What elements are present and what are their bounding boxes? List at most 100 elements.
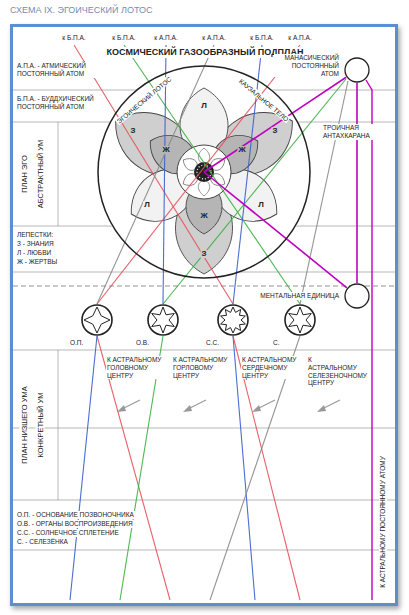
vertical-label: КОНКРЕТНЫЙ УМ <box>36 391 45 458</box>
text-label: Б.П.А. - БУДДХИЧЕСКИЙ ПОСТОЯННЫЙ АТОМ <box>16 95 98 111</box>
node-outline <box>344 283 370 309</box>
column-divider <box>58 122 59 226</box>
node-outline <box>344 57 370 83</box>
petal-label-node: Л <box>143 201 151 209</box>
pointer-arrowhead <box>183 405 192 412</box>
vertical-label: К АСТРАЛЬНОМУ ПОСТОЯННОМУ АТОМУ <box>379 455 387 589</box>
petal-letter: Л <box>144 200 150 209</box>
petal-label-node: З <box>129 127 136 135</box>
text-label: О.В. - ОРГАНЫ ВОСПРОИЗВЕДЕНИЯ <box>16 520 134 528</box>
text-label: К АСТРАЛЬНОМУ СЕЛЕЗЕНОЧНОМУ ЦЕНТРУ <box>307 356 361 387</box>
astral-atom-line <box>366 80 372 600</box>
petal-letter: З <box>130 126 135 135</box>
text-label: к Б.П.А. <box>249 34 274 42</box>
chakra-outline <box>148 305 178 335</box>
arc-label: КАУЗАЛЬНОЕ ТЕЛО <box>238 77 292 124</box>
text-label: С.С. - СОЛНЕЧНОЕ СПЛЕТЕНИЕ <box>16 529 120 537</box>
petal-label-node: Ж <box>237 146 246 154</box>
text-label: ТРОИЧНАЯ АНТАХКАРАНА <box>322 124 392 140</box>
petal-letter: З <box>201 249 206 258</box>
text-label: О.П. - ОСНОВАНИЕ ПОЗВОНОЧНИКА <box>16 511 135 519</box>
petal-label-node: Ж <box>161 146 170 154</box>
diagram-title: СХЕМА IX. ЭГОИЧЕСКИЙ ЛОТОС <box>10 5 153 15</box>
column-divider <box>58 350 59 500</box>
plane-boundary-dashed <box>13 286 395 287</box>
text-label: к А.П.А. <box>201 34 226 42</box>
pointer-arrowhead <box>252 405 261 412</box>
pointer-arrowhead <box>117 405 126 412</box>
antahkarana-line <box>204 172 287 239</box>
text-label: к Б.П.А. <box>111 34 136 42</box>
vertical-label: ПЛАН ЭГО <box>20 154 29 194</box>
node-heading: О.П. <box>69 339 84 347</box>
permanent-atom-thread <box>70 336 97 600</box>
petal-letter: Ж <box>200 211 207 220</box>
pointer-arrowhead <box>317 405 326 412</box>
permanent-atom-thread <box>97 45 214 304</box>
node-heading: С. <box>272 339 281 347</box>
text-label: Л - ЛЮБВИ <box>16 249 52 257</box>
antahkarana-connector <box>293 77 346 112</box>
petal-label-node: Ж <box>199 212 208 220</box>
bud-petal <box>198 180 209 196</box>
node-outline <box>147 304 179 336</box>
plane-divider <box>13 350 395 351</box>
antahkarana-connector <box>287 239 347 287</box>
arc-label: ЭГОИЧЕСКИЙ ЛОТОС <box>114 75 173 126</box>
text-label: К АСТРАЛЬНОМУ ГОРЛОВОМУ ЦЕНТРУ <box>172 356 230 379</box>
chakra-outline <box>82 305 112 335</box>
atom-circle: МАНАСИЧЕСКИЙ ПОСТОЯННЫЙ АТОМ <box>344 57 370 83</box>
plane-divider <box>13 428 395 429</box>
petal-label-node: З <box>271 127 278 135</box>
chakra-outline <box>285 305 315 335</box>
antahkarana-connector <box>356 83 358 283</box>
permanent-atom-thread <box>233 336 300 600</box>
atom-outline <box>345 284 369 308</box>
petal-letter: З <box>272 126 277 135</box>
vertical-label: ПЛАН НИЗШЕГО УМА <box>20 385 29 465</box>
permanent-atom-thread <box>300 81 348 304</box>
lotus-circle: ЭГОИЧЕСКИЙ ЛОТОС КАУЗАЛЬНОЕ ТЕЛО Л З З Ж Ж Л Л Ж З <box>97 65 311 279</box>
chakra-circle: О.П. <box>81 304 113 336</box>
plane-divider <box>13 500 395 501</box>
petal-letter: Ж <box>238 145 245 154</box>
chakra-star <box>152 307 175 333</box>
chakra-star <box>84 307 110 333</box>
text-label: С. - СЕЛЕЗЁНКА <box>16 538 69 546</box>
chakra-circle: С. <box>284 304 316 336</box>
petal-label-node: Л <box>257 201 265 209</box>
text-label: Ж - ЖЕРТВЫ <box>16 258 58 266</box>
node-heading: МЕНТАЛЬНАЯ ЕДИНИЦА <box>259 292 340 300</box>
text-label: к Б.П.А. <box>61 34 86 42</box>
petal-letter: Л <box>201 101 207 110</box>
node-outline <box>81 304 113 336</box>
antahkarana-line <box>204 113 293 172</box>
node-outline <box>217 304 249 336</box>
chakra-star <box>289 307 312 333</box>
plane-divider <box>13 550 395 551</box>
chakra-circle: С.С. <box>217 304 249 336</box>
node-heading: О.В. <box>135 339 150 347</box>
petal-letter: Л <box>258 200 264 209</box>
text-label: А.П.А. - АТМИЧЕСКИЙ ПОСТОЯННЫЙ АТОМ <box>16 62 98 78</box>
chakra-outline <box>218 305 248 335</box>
vertical-label: АБСТРАКТНЫЙ УМ <box>36 139 45 210</box>
text-label: К АСТРАЛЬНОМУ ГОЛОВНОМУ ЦЕНТРУ <box>106 356 164 379</box>
node-outline <box>284 304 316 336</box>
chakra-star <box>221 307 246 333</box>
petal-letter: Ж <box>162 145 169 154</box>
node-outline <box>97 65 311 279</box>
causal-body-ground <box>97 65 311 279</box>
text-label: ЛЕПЕСТКИ: <box>16 231 54 239</box>
node-heading: МАНАСИЧЕСКИЙ ПОСТОЯННЫЙ АТОМ <box>274 54 340 77</box>
atom-outline <box>345 58 369 82</box>
petal-label-node: Л <box>200 102 208 110</box>
chakra-circle: О.В. <box>147 304 179 336</box>
text-label: к А.П.А. <box>287 34 312 42</box>
text-label: К АСТРАЛЬНОМУ СЕРДЕЧНОМУ ЦЕНТРУ <box>241 356 299 379</box>
text-label: к А.П.А. <box>153 34 178 42</box>
atom-circle: МЕНТАЛЬНАЯ ЕДИНИЦА <box>344 283 370 309</box>
lotus-outline <box>98 66 310 278</box>
permanent-atom-thread <box>97 45 300 304</box>
